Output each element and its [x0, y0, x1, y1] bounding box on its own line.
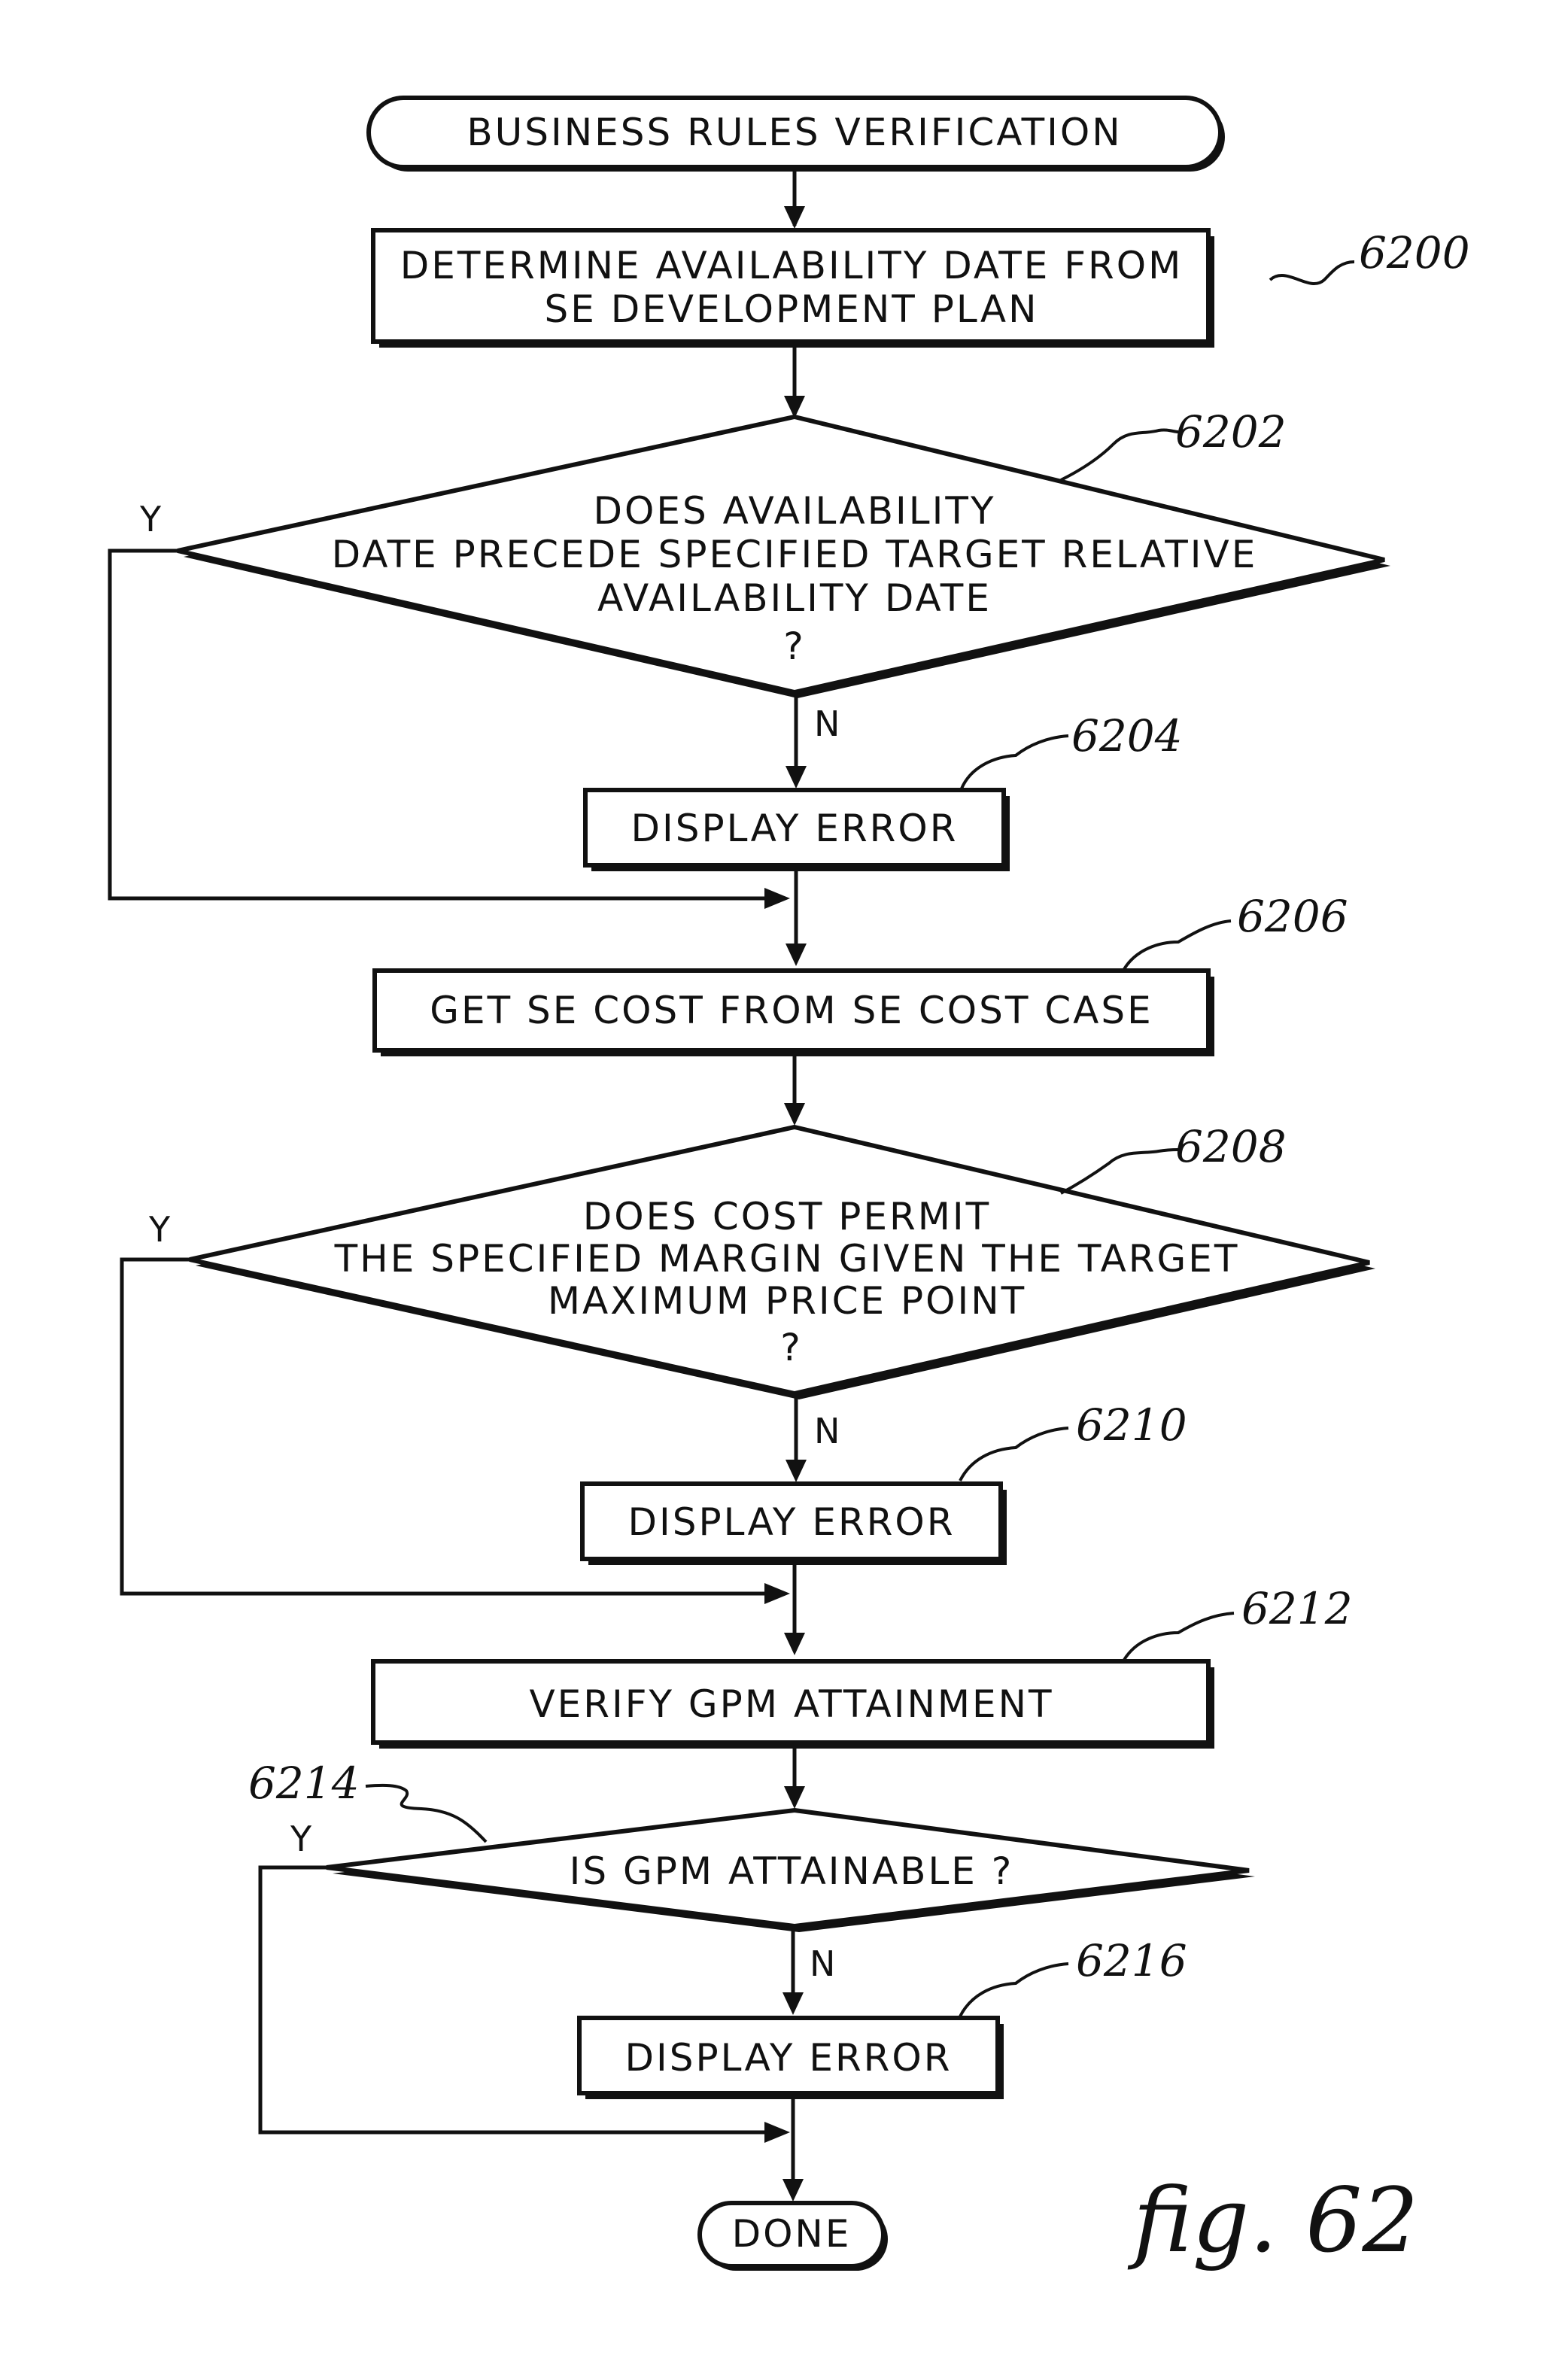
- no-label-6214: N: [810, 1943, 835, 1984]
- leader-6202: [1061, 430, 1178, 480]
- ref-6208: 6208: [1175, 1121, 1287, 1172]
- arrowhead: [784, 206, 805, 229]
- process-6200-line-2: SE DEVELOPMENT PLAN: [544, 287, 1038, 331]
- process-6206: GET SE COST FROM SE COST CASE: [375, 971, 1214, 1056]
- arrowhead: [786, 766, 807, 789]
- decision-6202-line-3: AVAILABILITY DATE: [597, 576, 992, 620]
- process-6204: DISPLAY ERROR: [585, 790, 1010, 871]
- process-6204-label: DISPLAY ERROR: [631, 807, 958, 850]
- leader-6212: [1124, 1613, 1234, 1660]
- leader-6216: [960, 1964, 1068, 2016]
- ref-6216: 6216: [1076, 1935, 1187, 1986]
- decision-6208-line-3: MAXIMUM PRICE POINT: [548, 1279, 1026, 1323]
- decision-6202-line-2: DATE PRECEDE SPECIFIED TARGET RELATIVE: [332, 533, 1258, 576]
- figure-label: fig. 62: [1127, 2168, 1418, 2272]
- decision-6214-label: IS GPM ATTAINABLE ?: [570, 1849, 1014, 1893]
- leader-6214: [366, 1785, 486, 1842]
- yes-label-6214: Y: [290, 1819, 312, 1859]
- ref-6206: 6206: [1237, 891, 1348, 942]
- process-6216-label: DISPLAY ERROR: [624, 2036, 952, 2080]
- process-6200-line-1: DETERMINE AVAILABILITY DATE FROM: [400, 244, 1184, 287]
- decision-6202-line-4: ?: [783, 624, 806, 668]
- arrowhead: [764, 888, 790, 909]
- arrowhead: [784, 1633, 805, 1655]
- no-label-6202: N: [814, 703, 840, 744]
- decision-6202: DOES AVAILABILITY DATE PRECEDE SPECIFIED…: [178, 417, 1390, 698]
- process-6210: DISPLAY ERROR: [582, 1484, 1007, 1565]
- process-6200: DETERMINE AVAILABILITY DATE FROM SE DEVE…: [373, 230, 1214, 348]
- arrowhead: [764, 1583, 790, 1604]
- ref-6200: 6200: [1359, 227, 1470, 278]
- process-6216: DISPLAY ERROR: [579, 2018, 1004, 2099]
- leader-6206: [1124, 921, 1231, 969]
- process-6212: VERIFY GPM ATTAINMENT: [373, 1661, 1214, 1749]
- arrowhead: [782, 2179, 804, 2202]
- ref-6204: 6204: [1071, 710, 1183, 761]
- start-terminator: BUSINESS RULES VERIFICATION: [369, 98, 1225, 172]
- leader-6208: [1061, 1150, 1178, 1193]
- arrowhead: [786, 944, 807, 966]
- ref-6210: 6210: [1076, 1399, 1187, 1451]
- process-6210-label: DISPLAY ERROR: [628, 1500, 955, 1544]
- process-6206-label: GET SE COST FROM SE COST CASE: [430, 989, 1153, 1032]
- yes-label-6208: Y: [148, 1209, 171, 1250]
- start-label: BUSINESS RULES VERIFICATION: [466, 111, 1122, 154]
- decision-6208-line-1: DOES COST PERMIT: [583, 1195, 991, 1238]
- leader-6204: [962, 736, 1068, 789]
- end-terminator: DONE: [700, 2203, 888, 2271]
- leader-6210: [960, 1428, 1068, 1481]
- arrowhead: [784, 1103, 805, 1126]
- leader-6200: [1270, 262, 1354, 284]
- no-label-6208: N: [814, 1411, 840, 1451]
- yes-label-6202: Y: [139, 499, 162, 539]
- process-6212-label: VERIFY GPM ATTAINMENT: [529, 1682, 1053, 1726]
- arrowhead: [786, 1460, 807, 1482]
- end-label: DONE: [732, 2212, 852, 2256]
- arrowhead: [764, 2122, 790, 2143]
- arrowhead: [782, 1992, 804, 2015]
- ref-6202: 6202: [1175, 406, 1287, 457]
- ref-6214: 6214: [248, 1758, 360, 1809]
- decision-6208-line-4: ?: [780, 1326, 803, 1369]
- arrowhead: [784, 1786, 805, 1809]
- decision-6214: IS GPM ATTAINABLE ?: [327, 1810, 1255, 1932]
- ref-6212: 6212: [1241, 1583, 1353, 1634]
- decision-6208-line-2: THE SPECIFIED MARGIN GIVEN THE TARGET: [334, 1237, 1240, 1281]
- decision-6202-line-1: DOES AVAILABILITY: [594, 489, 996, 533]
